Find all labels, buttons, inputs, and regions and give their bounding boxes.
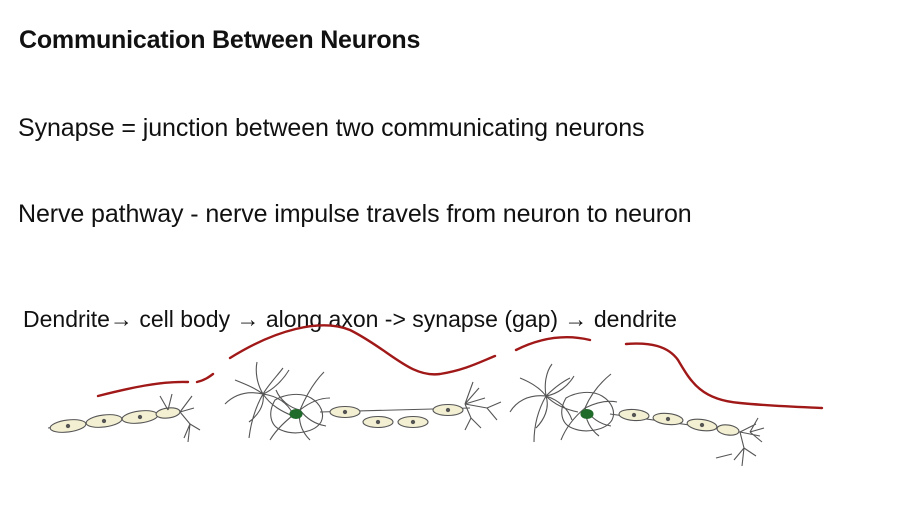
- axon-terminal-left: [159, 393, 201, 443]
- annotation-stroke-2: [195, 372, 215, 384]
- nucleus-right: [580, 408, 594, 420]
- neuron-middle: [224, 361, 502, 441]
- signal-flow-text: Dendrite→ cell body → along axon -> syna…: [23, 306, 677, 332]
- axon-terminal-middle: [464, 381, 502, 431]
- hand-drawn-annotation: [96, 324, 824, 410]
- neuron-left-fragment: [47, 393, 201, 443]
- synapse-definition: Synapse = junction between two communica…: [18, 114, 645, 142]
- annotation-stroke-1: [96, 380, 190, 398]
- soma-middle: [270, 393, 324, 434]
- nucleus-middle: [289, 408, 303, 420]
- neuron-right: [509, 363, 765, 467]
- annotation-stroke-4: [514, 336, 592, 352]
- slide-title: Communication Between Neurons: [19, 26, 421, 54]
- axon-terminal-right: [715, 417, 765, 467]
- nerve-pathway-definition: Nerve pathway - nerve impulse travels fr…: [18, 200, 692, 228]
- annotation-stroke-3: [228, 324, 497, 376]
- annotation-stroke-5: [624, 342, 824, 410]
- soma-right: [561, 391, 615, 432]
